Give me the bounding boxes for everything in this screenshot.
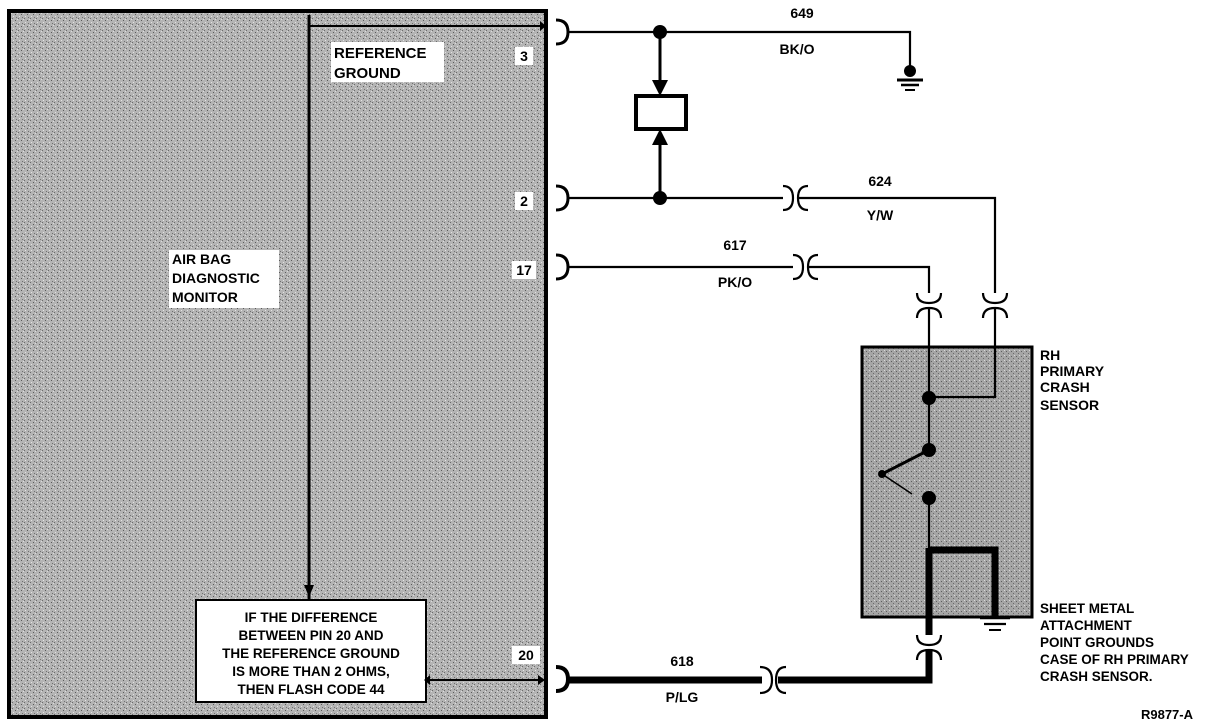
circuit-624-color: Y/W	[867, 207, 894, 223]
pin-2-label: 2	[515, 192, 533, 210]
svg-text:CASE OF RH PRIMARY: CASE OF RH PRIMARY	[1040, 652, 1189, 667]
module-connectors	[555, 18, 571, 693]
svg-text:THE REFERENCE GROUND: THE REFERENCE GROUND	[222, 646, 400, 661]
circuit-617-color: PK/O	[718, 274, 752, 290]
flash-code-note: IF THE DIFFERENCE BETWEEN PIN 20 AND THE…	[195, 599, 427, 703]
svg-text:CRASH: CRASH	[1040, 379, 1090, 395]
figure-id: R9877-A	[1141, 707, 1194, 722]
svg-text:20: 20	[518, 647, 534, 663]
svg-text:REFERENCE: REFERENCE	[334, 45, 427, 62]
diagnostic-monitor-module: AIR BAG DIAGNOSTIC MONITOR REFERENCE GRO…	[7, 9, 548, 719]
note-arrow	[424, 675, 545, 685]
svg-text:BETWEEN PIN 20 AND: BETWEEN PIN 20 AND	[238, 628, 383, 643]
svg-text:IF THE DIFFERENCE: IF THE DIFFERENCE	[245, 610, 378, 625]
circuit-617-wire: 617 PK/O	[568, 237, 943, 350]
svg-text:RH: RH	[1040, 347, 1060, 363]
circuit-618-number: 618	[670, 653, 694, 669]
svg-text:SHEET METAL: SHEET METAL	[1040, 601, 1134, 616]
reference-ground-label: REFERENCE GROUND	[331, 42, 444, 82]
sensor-switch-contact	[881, 448, 930, 476]
module-name-label: AIR BAG DIAGNOSTIC MONITOR	[169, 250, 279, 308]
svg-text:3: 3	[520, 48, 528, 64]
svg-text:THEN FLASH CODE 44: THEN FLASH CODE 44	[237, 682, 385, 697]
svg-text:ATTACHMENT: ATTACHMENT	[1040, 618, 1132, 633]
svg-text:CRASH SENSOR.: CRASH SENSOR.	[1040, 669, 1153, 684]
svg-text:SENSOR: SENSOR	[1040, 397, 1099, 413]
svg-text:POINT GROUNDS: POINT GROUNDS	[1040, 635, 1154, 650]
svg-text:MONITOR: MONITOR	[172, 289, 238, 305]
ground-note: SHEET METAL ATTACHMENT POINT GROUNDS CAS…	[1040, 601, 1189, 684]
rh-primary-crash-sensor	[860, 345, 1034, 635]
svg-text:GROUND: GROUND	[334, 65, 401, 82]
svg-text:DIAGNOSTIC: DIAGNOSTIC	[172, 270, 260, 286]
case-ground-symbol	[980, 616, 1010, 631]
pin-20-label: 20	[512, 646, 540, 664]
pin-3-label: 3	[515, 47, 533, 65]
svg-text:2: 2	[520, 193, 528, 209]
circuit-617-number: 617	[723, 237, 747, 253]
svg-text:17: 17	[516, 262, 532, 278]
svg-text:PRIMARY: PRIMARY	[1040, 363, 1105, 379]
circuit-624-number: 624	[868, 173, 892, 189]
splice-dot	[653, 191, 667, 205]
svg-text:AIR BAG: AIR BAG	[172, 251, 231, 267]
sensor-name-label: RH PRIMARY CRASH SENSOR	[1040, 347, 1105, 413]
circuit-649-wire: 649 BK/O	[568, 5, 923, 91]
circuit-618-color: P/LG	[666, 689, 699, 705]
circuit-649-color: BK/O	[780, 41, 815, 57]
circuit-649-number: 649	[790, 5, 814, 21]
comparator-element	[634, 32, 688, 198]
svg-text:IS MORE THAN 2 OHMS,: IS MORE THAN 2 OHMS,	[232, 664, 390, 679]
circuit-618-wire: 618 P/LG	[568, 634, 943, 705]
ground-symbol	[897, 65, 923, 91]
pin-17-label: 17	[512, 261, 536, 279]
circuit-624-wire: 624 Y/W	[568, 173, 1009, 350]
